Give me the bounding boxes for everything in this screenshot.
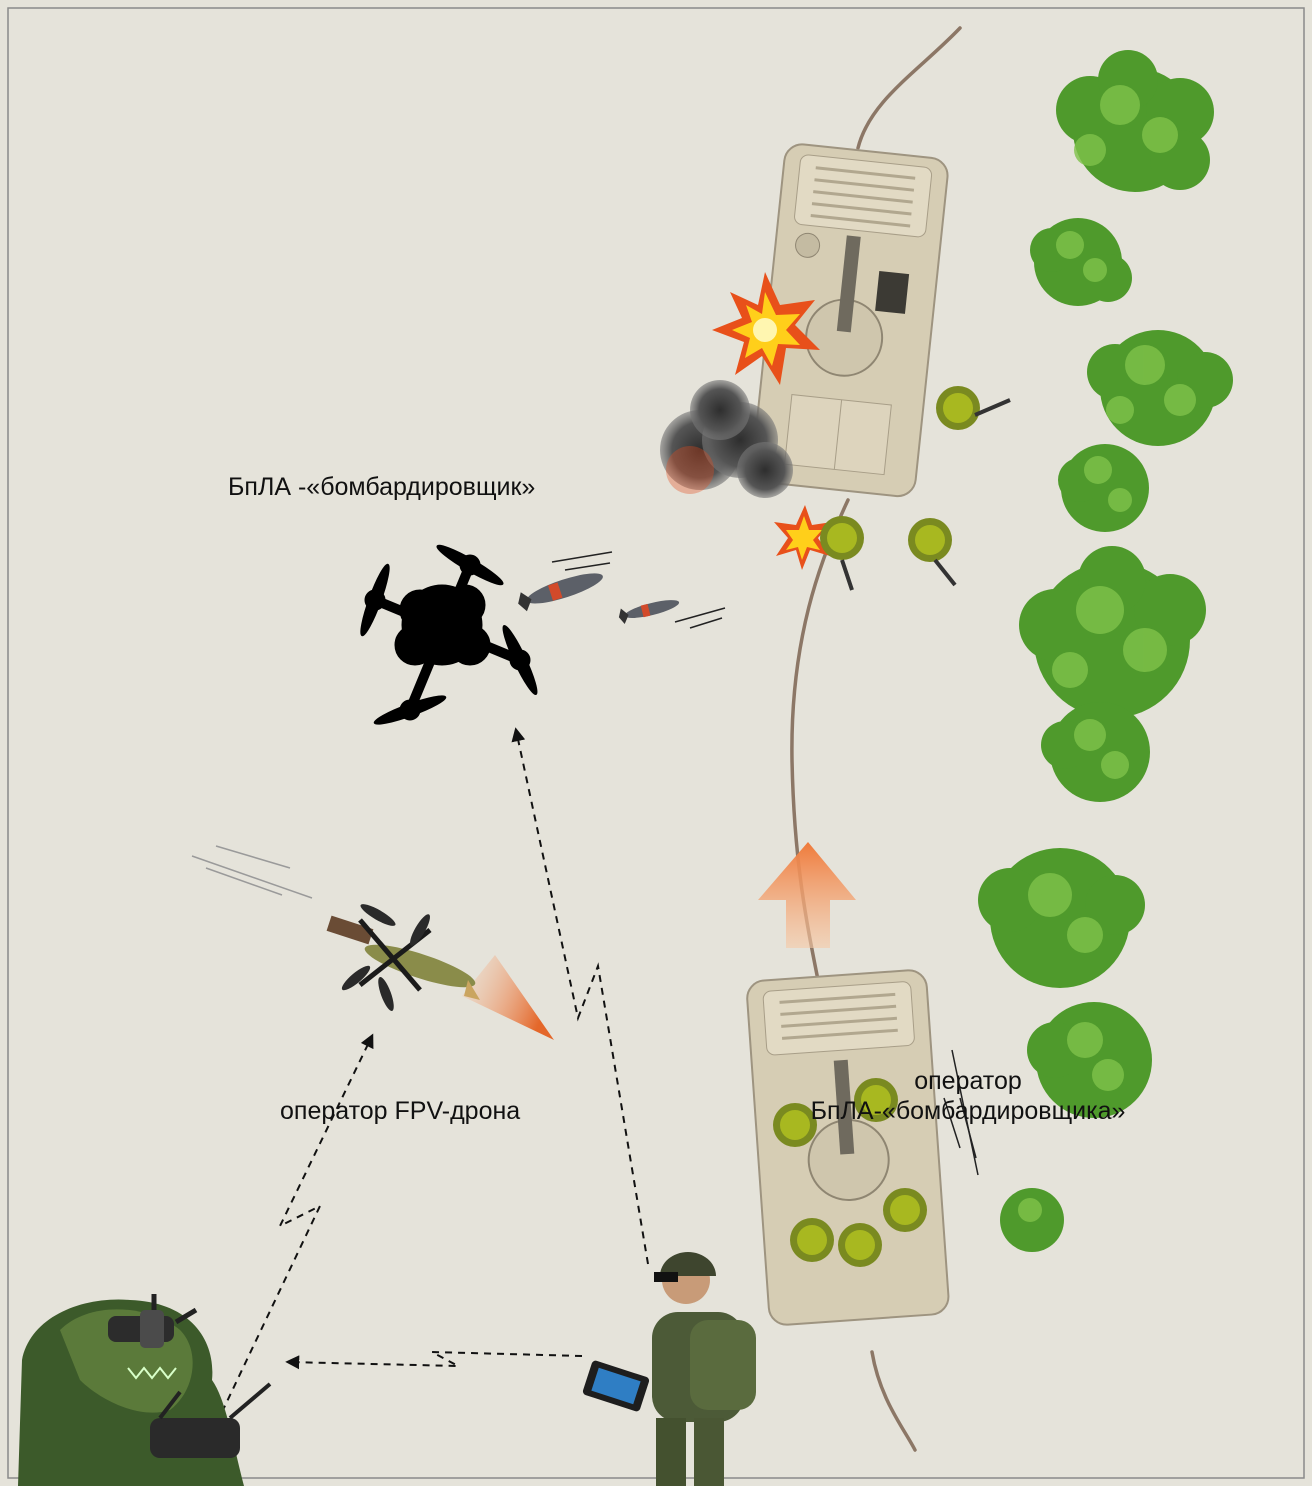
fpv-operator-label: оператор FPV-дрона	[280, 1097, 521, 1125]
soldier-icon	[582, 1252, 756, 1486]
control-link-operators	[285, 1351, 583, 1370]
bomber-operator-label: оператор БпЛА-«бомбардировщика»	[738, 1066, 1198, 1126]
explosion-icon	[774, 505, 832, 570]
motion-lines	[191, 845, 313, 899]
smoke	[660, 380, 793, 498]
soldier-icon	[820, 386, 1011, 591]
soldier-icon	[773, 1078, 927, 1267]
bomber-operator-label-line2: БпЛА-«бомбардировщика»	[810, 1097, 1126, 1125]
blast-cone	[462, 955, 554, 1040]
operator-icon	[18, 1294, 272, 1486]
armored-vehicle-icon	[751, 143, 949, 498]
tree-icon	[978, 50, 1233, 1252]
explosion-icon	[712, 272, 820, 385]
movement-arrow	[758, 842, 856, 948]
fpv-drone-icon	[326, 904, 480, 1012]
control-link-fpv	[221, 1033, 374, 1413]
armored-vehicle-icon	[746, 969, 950, 1326]
control-link-bomber	[511, 727, 649, 1265]
bomber-drone-label: БпЛА -«бомбардировщик»	[228, 473, 536, 501]
motion-lines	[943, 1049, 979, 1176]
bomber-operator-label-line1: оператор	[914, 1067, 1022, 1095]
bomb-icon	[518, 551, 726, 629]
quadcopter-icon	[360, 544, 538, 725]
